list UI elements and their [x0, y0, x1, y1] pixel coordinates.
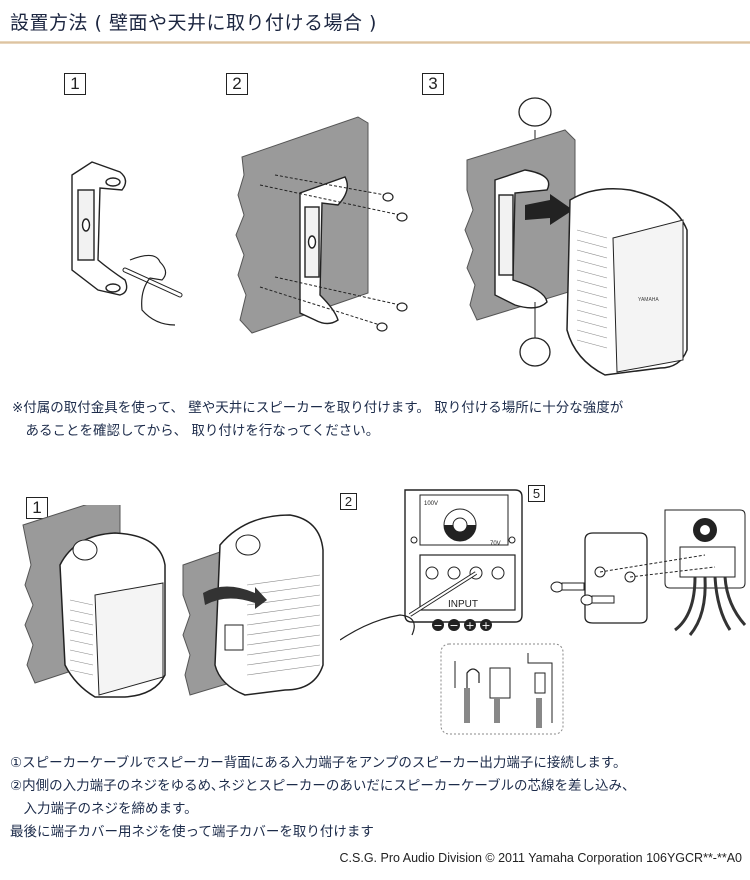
input-terminal-illustration: 100V 70V INPUT − − + + [340, 489, 523, 641]
dial-label-70v: 70V [490, 541, 501, 547]
cable-detail-inset [440, 643, 564, 735]
mounting-note-line-2: あることを確認してから、 取り付けを行なってください。 [12, 423, 380, 439]
speaker-rotate-illustration [22, 505, 324, 698]
upper-knob [518, 97, 552, 127]
polarity-plus-1: + [465, 619, 474, 632]
page-title: 設置方法 ( 壁面や天井に取り付ける場合 ) [10, 12, 377, 34]
arrow-icon [525, 194, 573, 225]
instruction-line-4: 最後に端子カバー用ネジを使って端子カバーを取り付けます [10, 824, 374, 840]
instruction-line-1: ①スピーカーケーブルでスピーカー背面にある入力端子をアンプのスピーカー出力端子に… [10, 755, 627, 771]
polarity-minus-1: − [433, 619, 442, 632]
terminal-cover-illustration [550, 509, 747, 636]
input-label: INPUT [448, 599, 478, 610]
instruction-line-2: ②内側の入力端子のネジをゆるめ､ネジとスピーカーのあいだにスピーカーケーブルの芯… [10, 778, 636, 794]
bracket-wall-screws-illustration [235, 116, 408, 334]
wiring-step-number-5: 5 [528, 485, 545, 502]
wiring-step-number-2: 2 [340, 493, 357, 510]
mounting-note-line-1: ※付属の取付金具を使って、 壁や天井にスピーカーを取り付けます。 取り付ける場所… [12, 400, 624, 416]
step-number-3: 3 [422, 73, 444, 95]
rotate-arrow-icon [203, 586, 267, 609]
dial-label-100v: 100V [424, 501, 438, 507]
title-divider [0, 41, 750, 44]
polarity-plus-2: + [481, 619, 490, 632]
wiring-step-number-1: 1 [26, 497, 48, 519]
brand-logo: YAMAHA [638, 297, 659, 303]
step-number-1: 1 [64, 73, 86, 95]
polarity-minus-2: − [449, 619, 458, 632]
bracket-marking-illustration [71, 161, 183, 326]
speaker-mounting-illustration: YAMAHA [464, 97, 688, 376]
instruction-line-3: 入力端子のネジを締めます。 [10, 801, 198, 817]
step-number-2: 2 [226, 73, 248, 95]
footer-copyright: C.S.G. Pro Audio Division © 2011 Yamaha … [339, 851, 742, 865]
